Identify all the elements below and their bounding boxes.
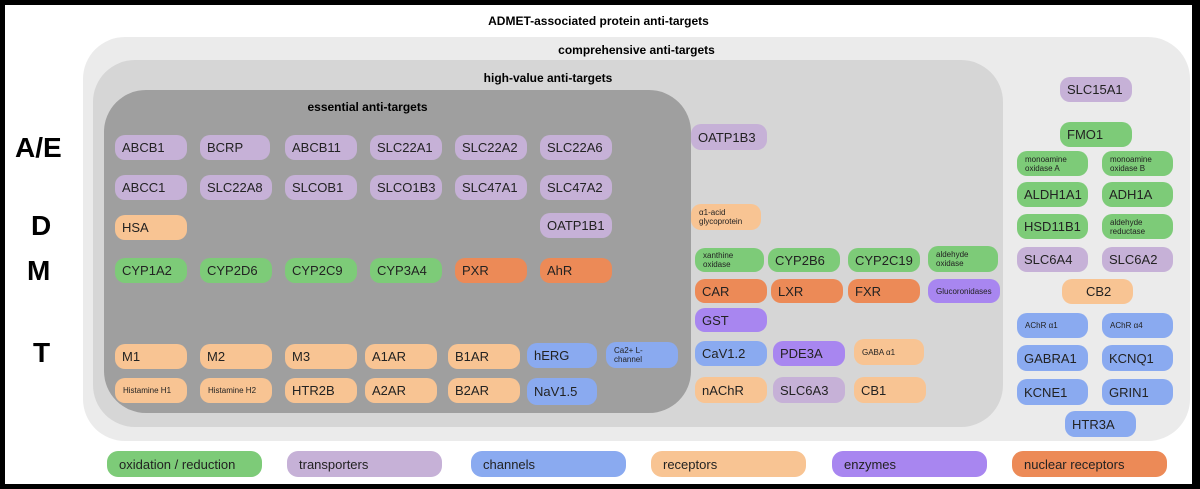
row-label-m: M [27, 255, 51, 286]
target-slc22a1: SLC22A1 [370, 135, 442, 160]
target-grin1: GRIN1 [1102, 379, 1173, 405]
target-slco1b3: SLCO1B3 [370, 175, 442, 200]
target-aldh1a1: ALDH1A1 [1017, 182, 1088, 207]
target-slcob1: SLCOB1 [285, 175, 357, 200]
target-pde3a: PDE3A [773, 341, 845, 366]
target-b1ar: B1AR [448, 344, 520, 369]
target-slc22a2: SLC22A2 [455, 135, 527, 160]
target-oatp1b1: OATP1B1 [540, 213, 612, 238]
target-htr3a: HTR3A [1065, 411, 1136, 437]
target-abcb11: ABCB11 [285, 135, 357, 160]
target-histamine-h1: Histamine H1 [115, 378, 187, 403]
target-car: CAR [695, 279, 767, 303]
target-slc6a3: SLC6A3 [773, 377, 845, 403]
target-a1ar: A1AR [365, 344, 437, 369]
target-histamine-h2: Histamine H2 [200, 378, 272, 403]
target-fxr: FXR [848, 279, 920, 303]
target-gst: GST [695, 308, 767, 332]
legend-enzymes: enzymes [832, 451, 987, 477]
region-comprehensive-title: comprehensive anti-targets [558, 43, 715, 57]
target-slc22a6: SLC22A6 [540, 135, 612, 160]
target-achr-a1: AChR α1 [1017, 313, 1088, 338]
target-slc22a8: SLC22A8 [200, 175, 272, 200]
target-kcnq1: KCNQ1 [1102, 345, 1173, 371]
target-gaba-a1: GABA α1 [854, 339, 924, 365]
target-m3: M3 [285, 344, 357, 369]
target-lxr: LXR [771, 279, 843, 303]
target-slc6a2: SLC6A2 [1102, 247, 1173, 272]
target-cyp2c9: CYP2C9 [285, 258, 357, 283]
diagram-title: ADMET-associated protein anti-targets [488, 14, 709, 28]
target-adh1a: ADH1A [1102, 182, 1173, 207]
legend-oxidation-reduction: oxidation / reduction [107, 451, 262, 477]
target-cyp2b6: CYP2B6 [768, 248, 840, 272]
target-cyp3a4: CYP3A4 [370, 258, 442, 283]
target-m2: M2 [200, 344, 272, 369]
target-slc6a4: SLC6A4 [1017, 247, 1088, 272]
diagram-canvas: ADMET-associated protein anti-targets co… [5, 5, 1192, 484]
target-b2ar: B2AR [448, 378, 520, 403]
target-monoamine-oxidase-a: monoamine oxidase A [1017, 151, 1088, 176]
target-cyp2c19: CYP2C19 [848, 248, 920, 272]
target-gabra1: GABRA1 [1017, 345, 1088, 371]
target-cyp2d6: CYP2D6 [200, 258, 272, 283]
target-ahr: AhR [540, 258, 612, 283]
row-label-ae: A/E [15, 132, 62, 163]
target-a1-acid-glycoprotein: α1-acid glycoprotein [691, 204, 761, 230]
target-slc47a1: SLC47A1 [455, 175, 527, 200]
legend-receptors: receptors [651, 451, 806, 477]
row-label-t: T [33, 337, 51, 368]
target-bcrp: BCRP [200, 135, 270, 160]
target-cb2: CB2 [1062, 279, 1133, 304]
target-a2ar: A2AR [365, 378, 437, 403]
target-monoamine-oxidase-b: monoamine oxidase B [1102, 151, 1173, 176]
legend-channels: channels [471, 451, 626, 477]
target-kcne1: KCNE1 [1017, 379, 1088, 405]
target-pxr: PXR [455, 258, 527, 283]
target-aldehyde-reductase: aldehyde reductase [1102, 214, 1173, 239]
target-herg: hERG [527, 343, 597, 368]
target-fmo1: FMO1 [1060, 122, 1132, 147]
target-hsa: HSA [115, 215, 187, 240]
target-hsd11b1: HSD11B1 [1017, 214, 1088, 239]
target-m1: M1 [115, 344, 187, 369]
region-essential-title: essential anti-targets [307, 100, 428, 114]
target-nachr: nAChR [695, 377, 767, 403]
target-cb1: CB1 [854, 377, 926, 403]
target-aldehyde-oxidase: aldehyde oxidase [928, 246, 998, 272]
row-label-d: D [31, 210, 52, 241]
legend-nuclear-receptors: nuclear receptors [1012, 451, 1167, 477]
target-abcc1: ABCC1 [115, 175, 187, 200]
target-slc15a1: SLC15A1 [1060, 77, 1132, 102]
target-cyp1a2: CYP1A2 [115, 258, 187, 283]
target-achr-a4: AChR α4 [1102, 313, 1173, 338]
region-high-value-title: high-value anti-targets [483, 71, 613, 85]
target-nav15: NaV1.5 [527, 378, 597, 405]
target-slc47a2: SLC47A2 [540, 175, 612, 200]
target-ca2-l-channel: Ca2+ L-channel [606, 342, 678, 368]
target-abcb1: ABCB1 [115, 135, 187, 160]
legend-transporters: transporters [287, 451, 442, 477]
target-htr2b: HTR2B [285, 378, 357, 403]
target-cav12: CaV1.2 [695, 341, 767, 366]
target-xanthine-oxidase: xanthine oxidase [695, 248, 764, 272]
target-glucoronidases: Glucoronidases [928, 279, 1000, 303]
target-oatp1b3: OATP1B3 [691, 124, 767, 150]
